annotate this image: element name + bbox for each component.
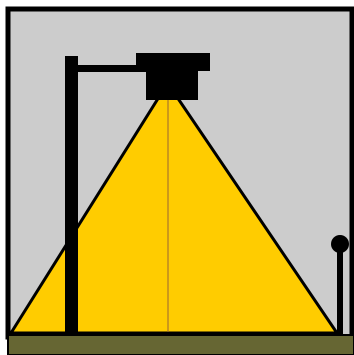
small-post-icon — [337, 248, 343, 336]
small-post-knob — [331, 235, 349, 253]
street-lamp-post-icon — [65, 56, 78, 335]
ground-strip — [8, 335, 354, 355]
lamp-head-icon — [146, 68, 198, 100]
